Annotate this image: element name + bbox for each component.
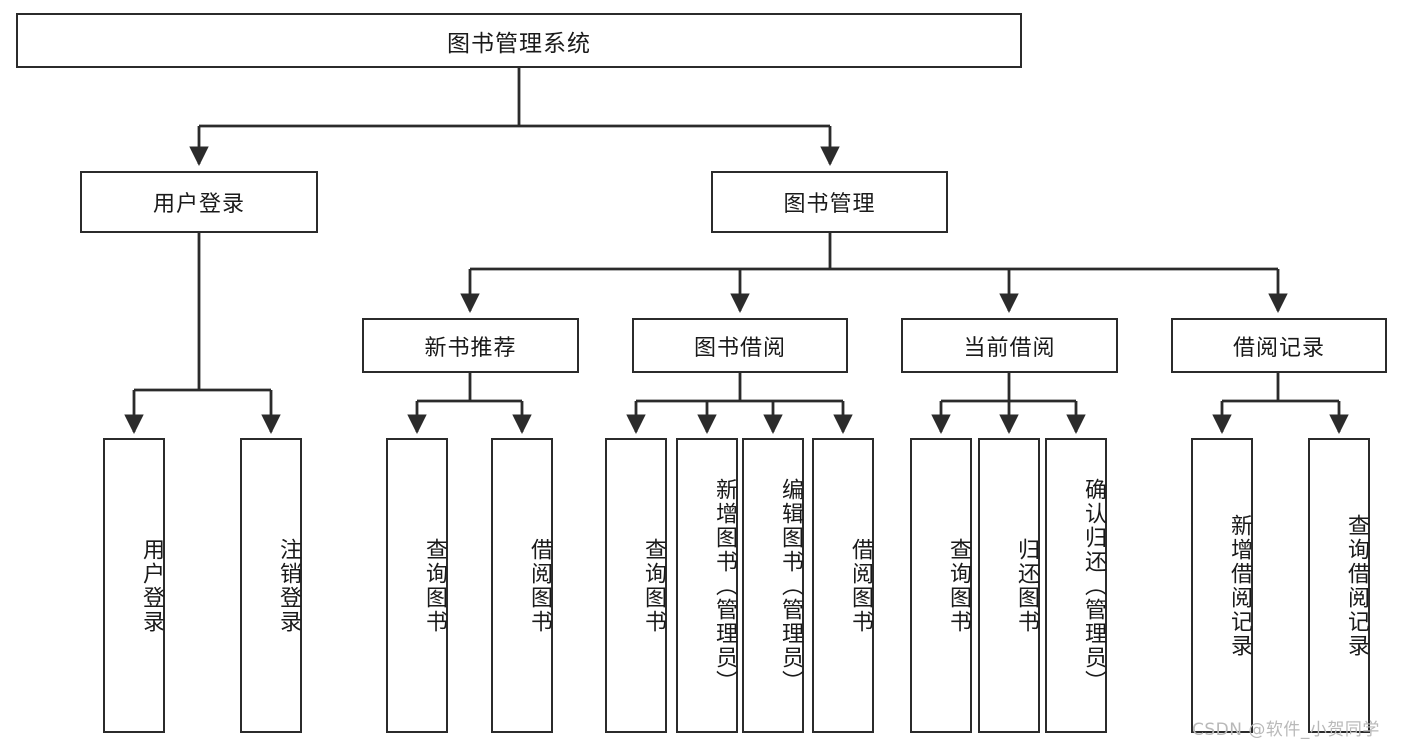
leaf-label: 归还图书 — [1014, 537, 1039, 634]
node-root-system[interactable]: 图书管理系统 — [16, 13, 1022, 68]
leaf-return-book[interactable]: 归还图书 — [978, 438, 1040, 733]
leaf-label: 借阅图书 — [527, 537, 552, 634]
leaf-borrow-book-1[interactable]: 借阅图书 — [491, 438, 553, 733]
node-user-login[interactable]: 用户登录 — [80, 171, 318, 233]
leaf-label: 查询借阅记录 — [1344, 513, 1369, 658]
leaf-label: 查询图书 — [641, 537, 666, 634]
leaf-edit-book[interactable]: 编辑图书（管理员） — [742, 438, 804, 733]
leaf-query-book-1[interactable]: 查询图书 — [386, 438, 448, 733]
leaf-confirm-return[interactable]: 确认归还（管理员） — [1045, 438, 1107, 733]
leaf-add-book[interactable]: 新增图书（管理员） — [676, 438, 738, 733]
node-book-borrow[interactable]: 图书借阅 — [632, 318, 848, 373]
leaf-label: 编辑图书（管理员） — [778, 477, 803, 694]
leaf-label: 查询图书 — [422, 537, 447, 634]
leaf-label: 确认归还（管理员） — [1081, 477, 1106, 694]
node-current-borrow[interactable]: 当前借阅 — [901, 318, 1118, 373]
leaf-user-login[interactable]: 用户登录 — [103, 438, 165, 733]
watermark: CSDN @软件_小贺同学 — [1192, 720, 1380, 740]
leaf-label: 新增借阅记录 — [1227, 513, 1252, 658]
leaf-query-book-2[interactable]: 查询图书 — [605, 438, 667, 733]
leaf-label: 新增图书（管理员） — [712, 477, 737, 694]
leaf-query-record[interactable]: 查询借阅记录 — [1308, 438, 1370, 733]
leaf-query-book-3[interactable]: 查询图书 — [910, 438, 972, 733]
leaf-label: 用户登录 — [139, 537, 164, 634]
leaf-label: 查询图书 — [946, 537, 971, 634]
leaf-add-record[interactable]: 新增借阅记录 — [1191, 438, 1253, 733]
leaf-label: 借阅图书 — [848, 537, 873, 634]
leaf-borrow-book-2[interactable]: 借阅图书 — [812, 438, 874, 733]
leaf-label: 注销登录 — [276, 537, 301, 634]
node-book-management[interactable]: 图书管理 — [711, 171, 948, 233]
node-borrow-record[interactable]: 借阅记录 — [1171, 318, 1387, 373]
leaf-logout-login[interactable]: 注销登录 — [240, 438, 302, 733]
node-new-book-recommend[interactable]: 新书推荐 — [362, 318, 579, 373]
